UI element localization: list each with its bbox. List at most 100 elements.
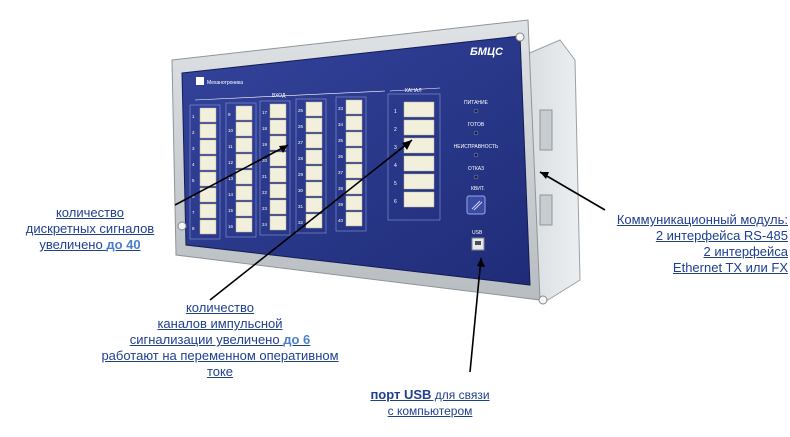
callout-line: Ethernet TX или FX (672, 260, 788, 275)
input-number: 15 (228, 208, 234, 213)
channels-group-label: КАНАЛ (405, 88, 422, 94)
input-number: 4 (192, 162, 195, 167)
signal-window (305, 117, 323, 133)
ack-button[interactable] (466, 195, 486, 215)
arrowhead (402, 140, 412, 150)
callout-highlight: порт USB (370, 387, 432, 402)
signal-window (235, 185, 253, 201)
signal-window (235, 105, 253, 121)
signal-window (305, 213, 323, 229)
input-number: 34 (338, 122, 344, 127)
input-number: 24 (262, 222, 268, 227)
input-number: 10 (228, 128, 234, 133)
arrowhead (540, 172, 549, 179)
channel-number: 6 (394, 199, 397, 205)
channel-number: 4 (394, 163, 397, 169)
input-number: 36 (338, 154, 344, 159)
channel-window (403, 191, 435, 208)
input-number: 32 (298, 220, 304, 225)
channel-number: 3 (394, 145, 397, 151)
input-number: 1 (192, 114, 195, 119)
indicator-led (473, 130, 479, 136)
ack-label: КВИТ. (471, 186, 485, 192)
usb-port-callout: порт USB для связи с компьютером (355, 387, 505, 419)
channel-number: 5 (394, 181, 397, 187)
signal-window (345, 115, 363, 131)
arrowhead (279, 145, 288, 153)
signal-window (199, 203, 217, 219)
indicator-led (473, 108, 479, 114)
input-number: 22 (262, 190, 268, 195)
input-number: 2 (192, 130, 195, 135)
pointer-lines (174, 139, 606, 373)
input-number: 21 (262, 174, 268, 179)
input-number: 8 (192, 226, 195, 231)
discrete-signals-callout: количество дискретных сигналов увеличено… (10, 205, 170, 253)
signal-window (199, 155, 217, 171)
signal-window (235, 201, 253, 217)
signal-window (305, 165, 323, 181)
signal-window (345, 147, 363, 163)
input-number: 16 (228, 224, 234, 229)
input-number: 40 (338, 218, 344, 223)
input-number: 3 (192, 146, 195, 151)
channel-number: 1 (394, 109, 397, 115)
input-number: 25 (298, 108, 304, 113)
input-number: 33 (338, 106, 344, 111)
callout-line: работают на переменном оперативном токе (101, 348, 339, 379)
comm-module-port (539, 109, 553, 151)
signal-window (269, 119, 287, 135)
signal-window (199, 219, 217, 235)
callout-line: дискретных сигналов (25, 221, 155, 236)
signal-window (269, 183, 287, 199)
input-number: 29 (298, 172, 304, 177)
channel-window (403, 173, 435, 190)
callout-line: сигнализации увеличено (129, 332, 284, 347)
input-number: 28 (298, 156, 304, 161)
input-number: 12 (228, 160, 234, 165)
usb-label: USB (472, 230, 483, 236)
signal-window (345, 163, 363, 179)
signal-window (305, 149, 323, 165)
callout-highlight: до 40 (106, 237, 141, 252)
signal-window (269, 103, 287, 119)
model-title: БМЦС (470, 46, 504, 58)
callout-line: увеличено (39, 237, 107, 252)
brand-text: Механотроника (207, 80, 243, 86)
input-number: 38 (338, 186, 344, 191)
mount-screw (515, 32, 525, 42)
callout-highlight: до 6 (283, 332, 311, 347)
callout-line: с компьютером (387, 404, 473, 418)
signal-window (269, 167, 287, 183)
indicator-label: ОТКАЗ (468, 166, 484, 172)
signal-window (345, 195, 363, 211)
signal-window (269, 215, 287, 231)
input-number: 13 (228, 176, 234, 181)
input-number: 30 (298, 188, 304, 193)
input-number: 35 (338, 138, 344, 143)
input-number: 39 (338, 202, 344, 207)
input-number: 7 (192, 210, 195, 215)
signal-window (269, 199, 287, 215)
callout-line: 2 интерфейса (703, 244, 788, 259)
signal-window (345, 99, 363, 115)
signal-window (305, 197, 323, 213)
signal-window (235, 217, 253, 233)
input-number: 9 (228, 112, 231, 117)
signal-window (305, 181, 323, 197)
usb-port[interactable] (471, 237, 485, 251)
mount-screw (177, 221, 187, 231)
callout-line: Коммуникационный модуль: (616, 212, 788, 227)
input-number: 11 (228, 144, 233, 149)
input-number: 37 (338, 170, 344, 175)
signal-window (199, 123, 217, 139)
mount-screw (538, 295, 548, 305)
channel-window (403, 119, 435, 136)
input-number: 23 (262, 206, 268, 211)
input-number: 27 (298, 140, 304, 145)
channel-window (403, 101, 435, 118)
